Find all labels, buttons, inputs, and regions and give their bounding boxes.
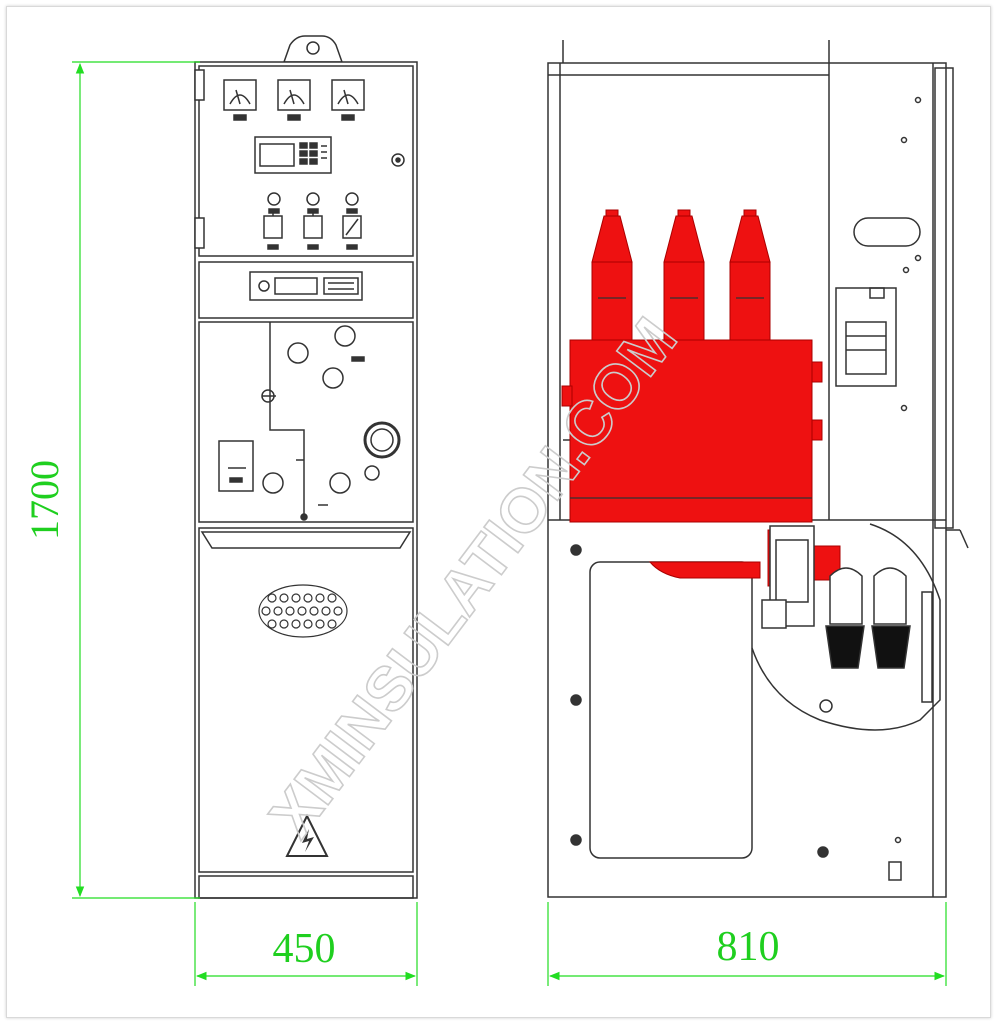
front-width-dimension-label: 450 (273, 926, 336, 972)
key-lock (391, 153, 405, 167)
cable-plug-2 (873, 567, 907, 625)
cable-boundary-curve (751, 523, 941, 731)
mechanism-block (835, 287, 897, 387)
dimension-lines (72, 61, 947, 986)
hv-door-mimic (198, 321, 414, 523)
bushing-3 (729, 209, 771, 349)
tank-details (570, 297, 812, 499)
cable-connector-bar (648, 561, 761, 579)
ventilation-grille (258, 584, 348, 638)
lv-compartment (194, 65, 414, 257)
tank-body (569, 339, 813, 523)
front-view (194, 35, 418, 899)
ammeter-3 (331, 79, 365, 121)
cable-boot-2 (871, 625, 911, 669)
mechanism-panel (198, 261, 414, 319)
ammeter-2 (277, 79, 311, 121)
cable-compartment-door (198, 527, 414, 873)
solid-insulation-unit (561, 209, 841, 587)
cable-plug-1 (829, 567, 863, 625)
height-dimension-label: 1700 (22, 460, 67, 540)
protection-relay (254, 136, 332, 174)
side-bolts (570, 96, 922, 858)
ammeter-1 (223, 79, 257, 121)
side-depth-dimension-label: 810 (717, 924, 780, 970)
viewing-slot (853, 217, 921, 247)
indicator-lamps (267, 192, 359, 214)
bushing-1 (591, 209, 633, 349)
cable-terminations (761, 525, 933, 713)
control-switches (263, 212, 362, 250)
bushing-2 (663, 209, 705, 349)
cable-boot-1 (825, 625, 865, 669)
earthing-terminal (888, 861, 902, 881)
lifting-eye (282, 35, 344, 63)
front-plinth (198, 875, 414, 899)
high-voltage-warning-icon (285, 813, 329, 857)
